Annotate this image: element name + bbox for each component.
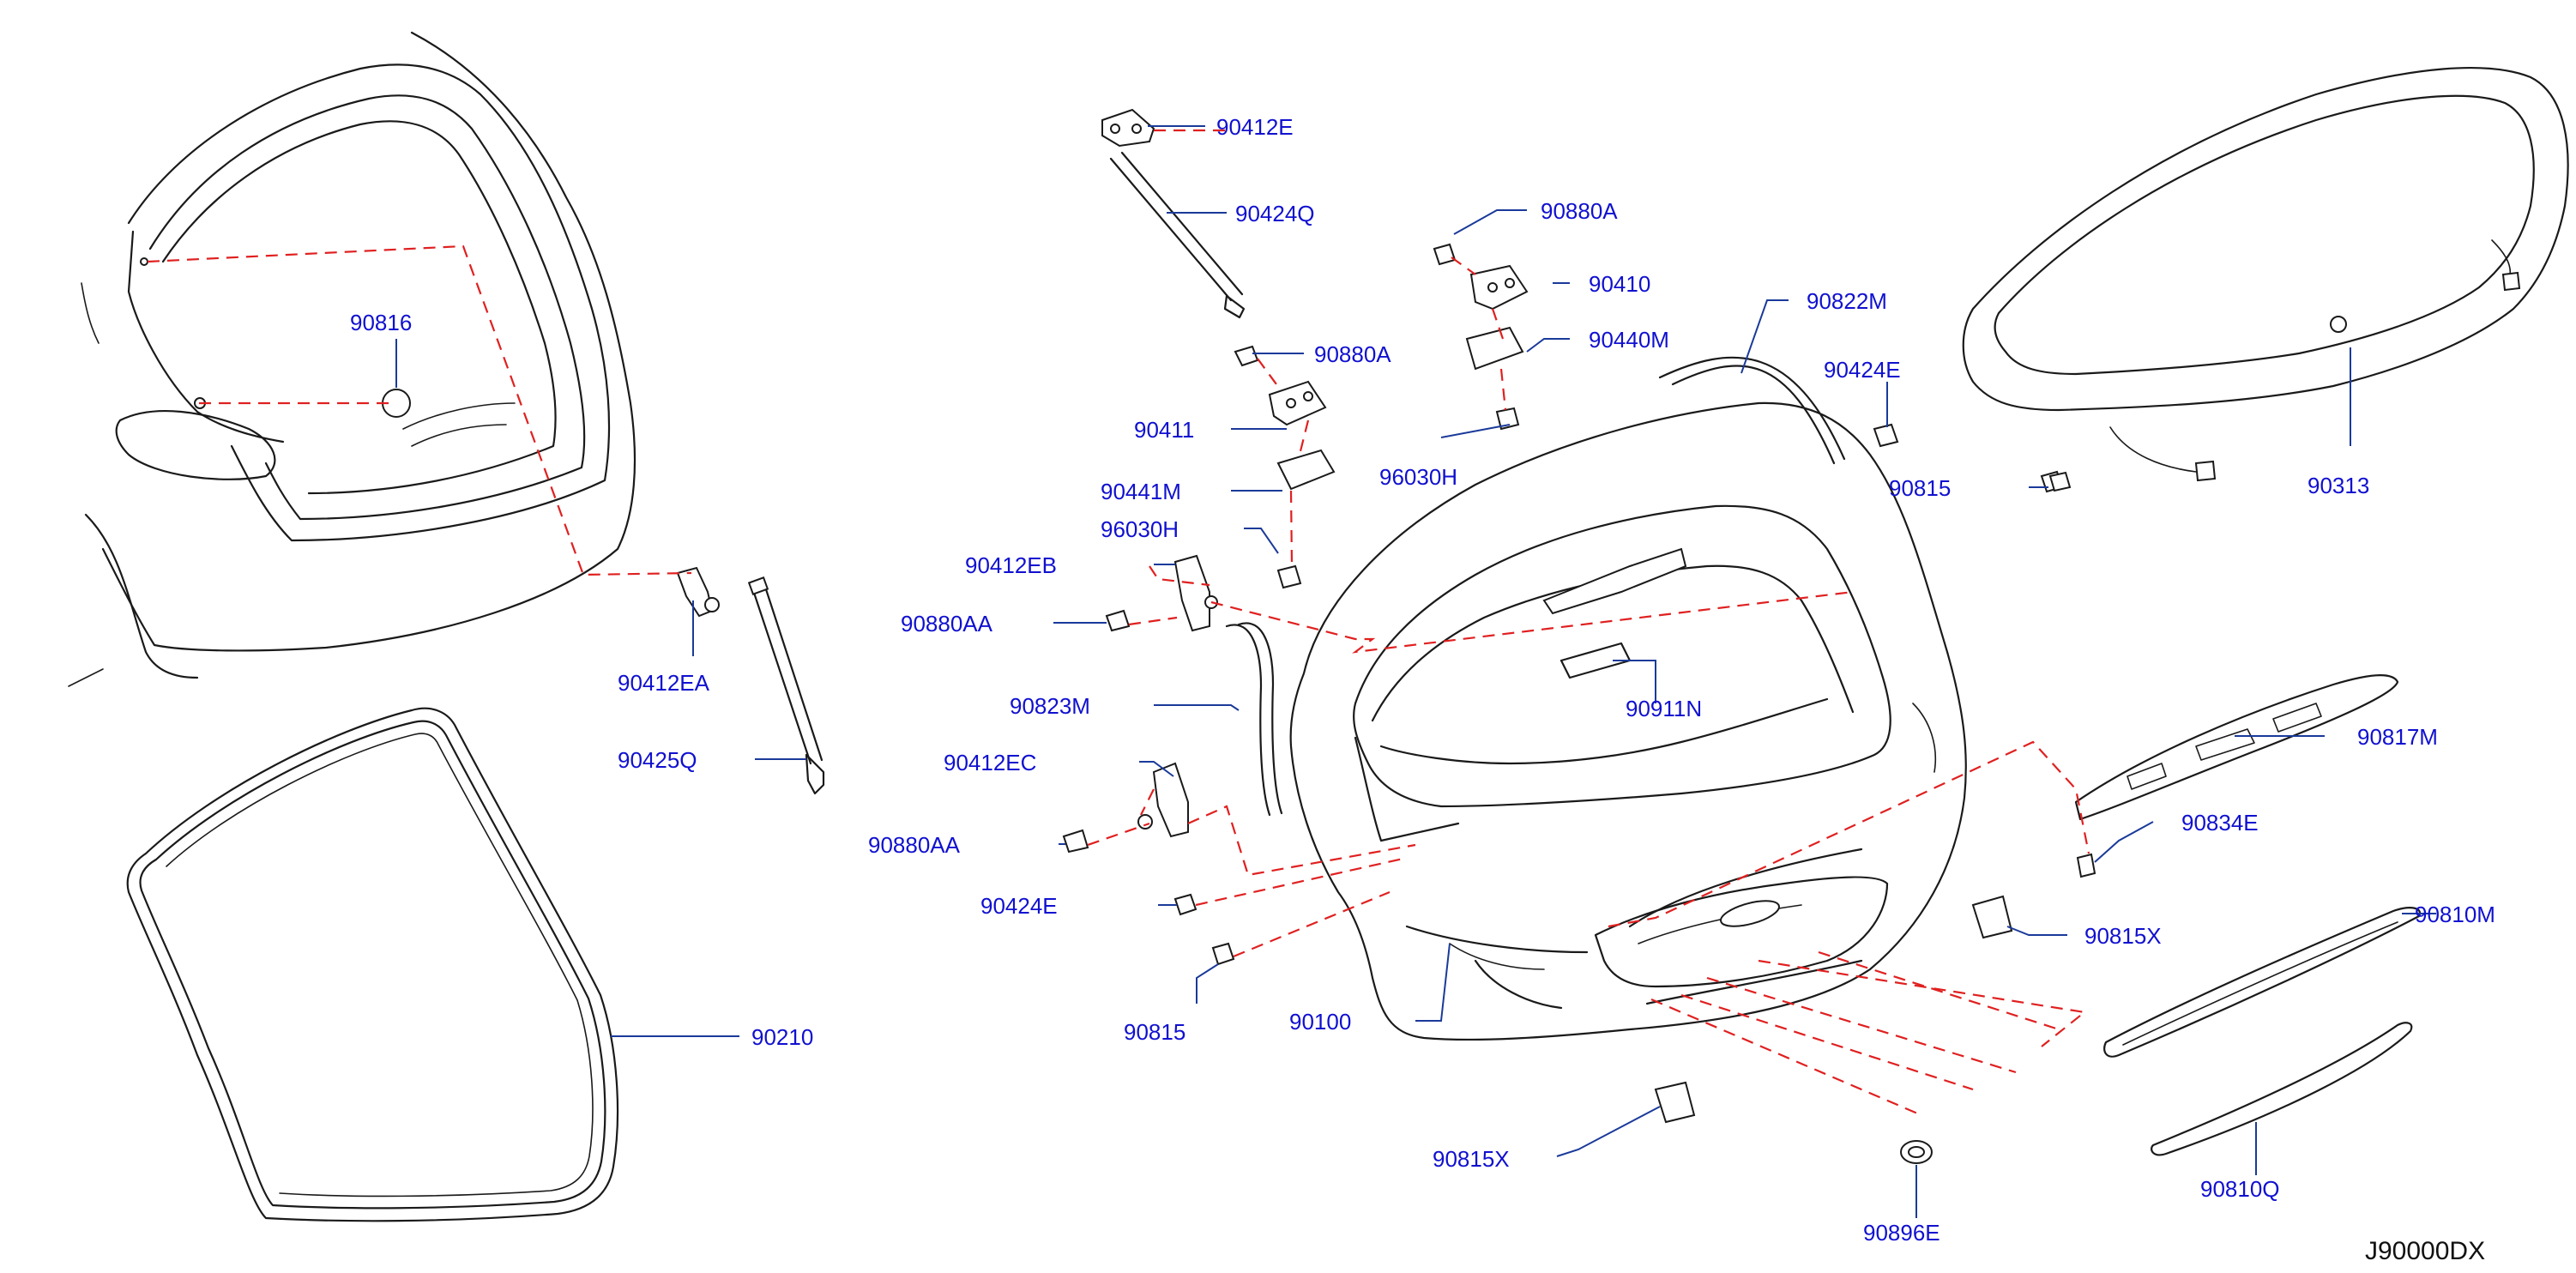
- label-90412EB: 90412EB: [965, 552, 1057, 578]
- label-90815X: 90815X: [1433, 1146, 1510, 1172]
- label-96030H: 96030H: [1101, 516, 1179, 542]
- label-96030H: 96030H: [1379, 464, 1457, 490]
- vehicle-rear-body: [68, 31, 636, 687]
- label-90880AA: 90880AA: [868, 832, 961, 858]
- stay-bracket-left: [676, 566, 720, 618]
- part-callouts: 90816 90412EA 90425Q 90210 90412E 90424Q…: [350, 114, 2495, 1246]
- label-90822M: 90822M: [1807, 288, 1887, 314]
- label-90100: 90100: [1289, 1009, 1351, 1035]
- label-90815: 90815: [1124, 1019, 1185, 1045]
- label-90834E: 90834E: [2181, 810, 2259, 836]
- label-90441M: 90441M: [1101, 479, 1181, 504]
- label-90815: 90815: [1889, 475, 1951, 501]
- license-molding-lower: [2151, 1022, 2413, 1156]
- label-90313: 90313: [2308, 473, 2369, 498]
- label-90810M: 90810M: [2415, 902, 2495, 927]
- label-90411: 90411: [1134, 417, 1194, 443]
- diagram-reference-code: J90000DX: [2365, 1237, 2485, 1265]
- license-molding-upper: [2103, 907, 2422, 1058]
- label-90424E: 90424E: [1824, 357, 1901, 383]
- hinge-assembly-left: [1062, 108, 1336, 966]
- label-90210: 90210: [751, 1024, 813, 1050]
- label-90440M: 90440M: [1589, 327, 1669, 353]
- label-90424E: 90424E: [980, 893, 1058, 919]
- gas-strut-left: [747, 576, 825, 795]
- label-90823M: 90823M: [1010, 693, 1090, 719]
- label-90412EA: 90412EA: [618, 670, 710, 696]
- back-door-finisher: [2074, 674, 2399, 878]
- label-90816: 90816: [350, 310, 412, 335]
- label-90425Q: 90425Q: [618, 747, 697, 773]
- label-90412E: 90412E: [1216, 114, 1294, 140]
- label-90810Q: 90810Q: [2200, 1176, 2280, 1202]
- hinge-assembly-right: [1433, 243, 2064, 493]
- label-90817M: 90817M: [2357, 724, 2438, 750]
- weatherstrip-seal: [126, 707, 619, 1222]
- label-90880A: 90880A: [1314, 341, 1391, 367]
- label-90815X: 90815X: [2084, 923, 2162, 949]
- label-90880A: 90880A: [1541, 198, 1618, 224]
- label-90410: 90410: [1589, 271, 1650, 297]
- label-90896E: 90896E: [1863, 1220, 1940, 1246]
- rear-glass: [1962, 67, 2569, 492]
- label-90880AA: 90880AA: [901, 611, 993, 636]
- label-90911N: 90911N: [1626, 696, 1702, 721]
- label-90424Q: 90424Q: [1235, 201, 1315, 226]
- label-90412EC: 90412EC: [944, 750, 1036, 775]
- callout-leaders: [395, 125, 2436, 1218]
- misc-small-parts: [1654, 895, 2013, 1164]
- assembly-guide-lines: [147, 129, 2090, 1117]
